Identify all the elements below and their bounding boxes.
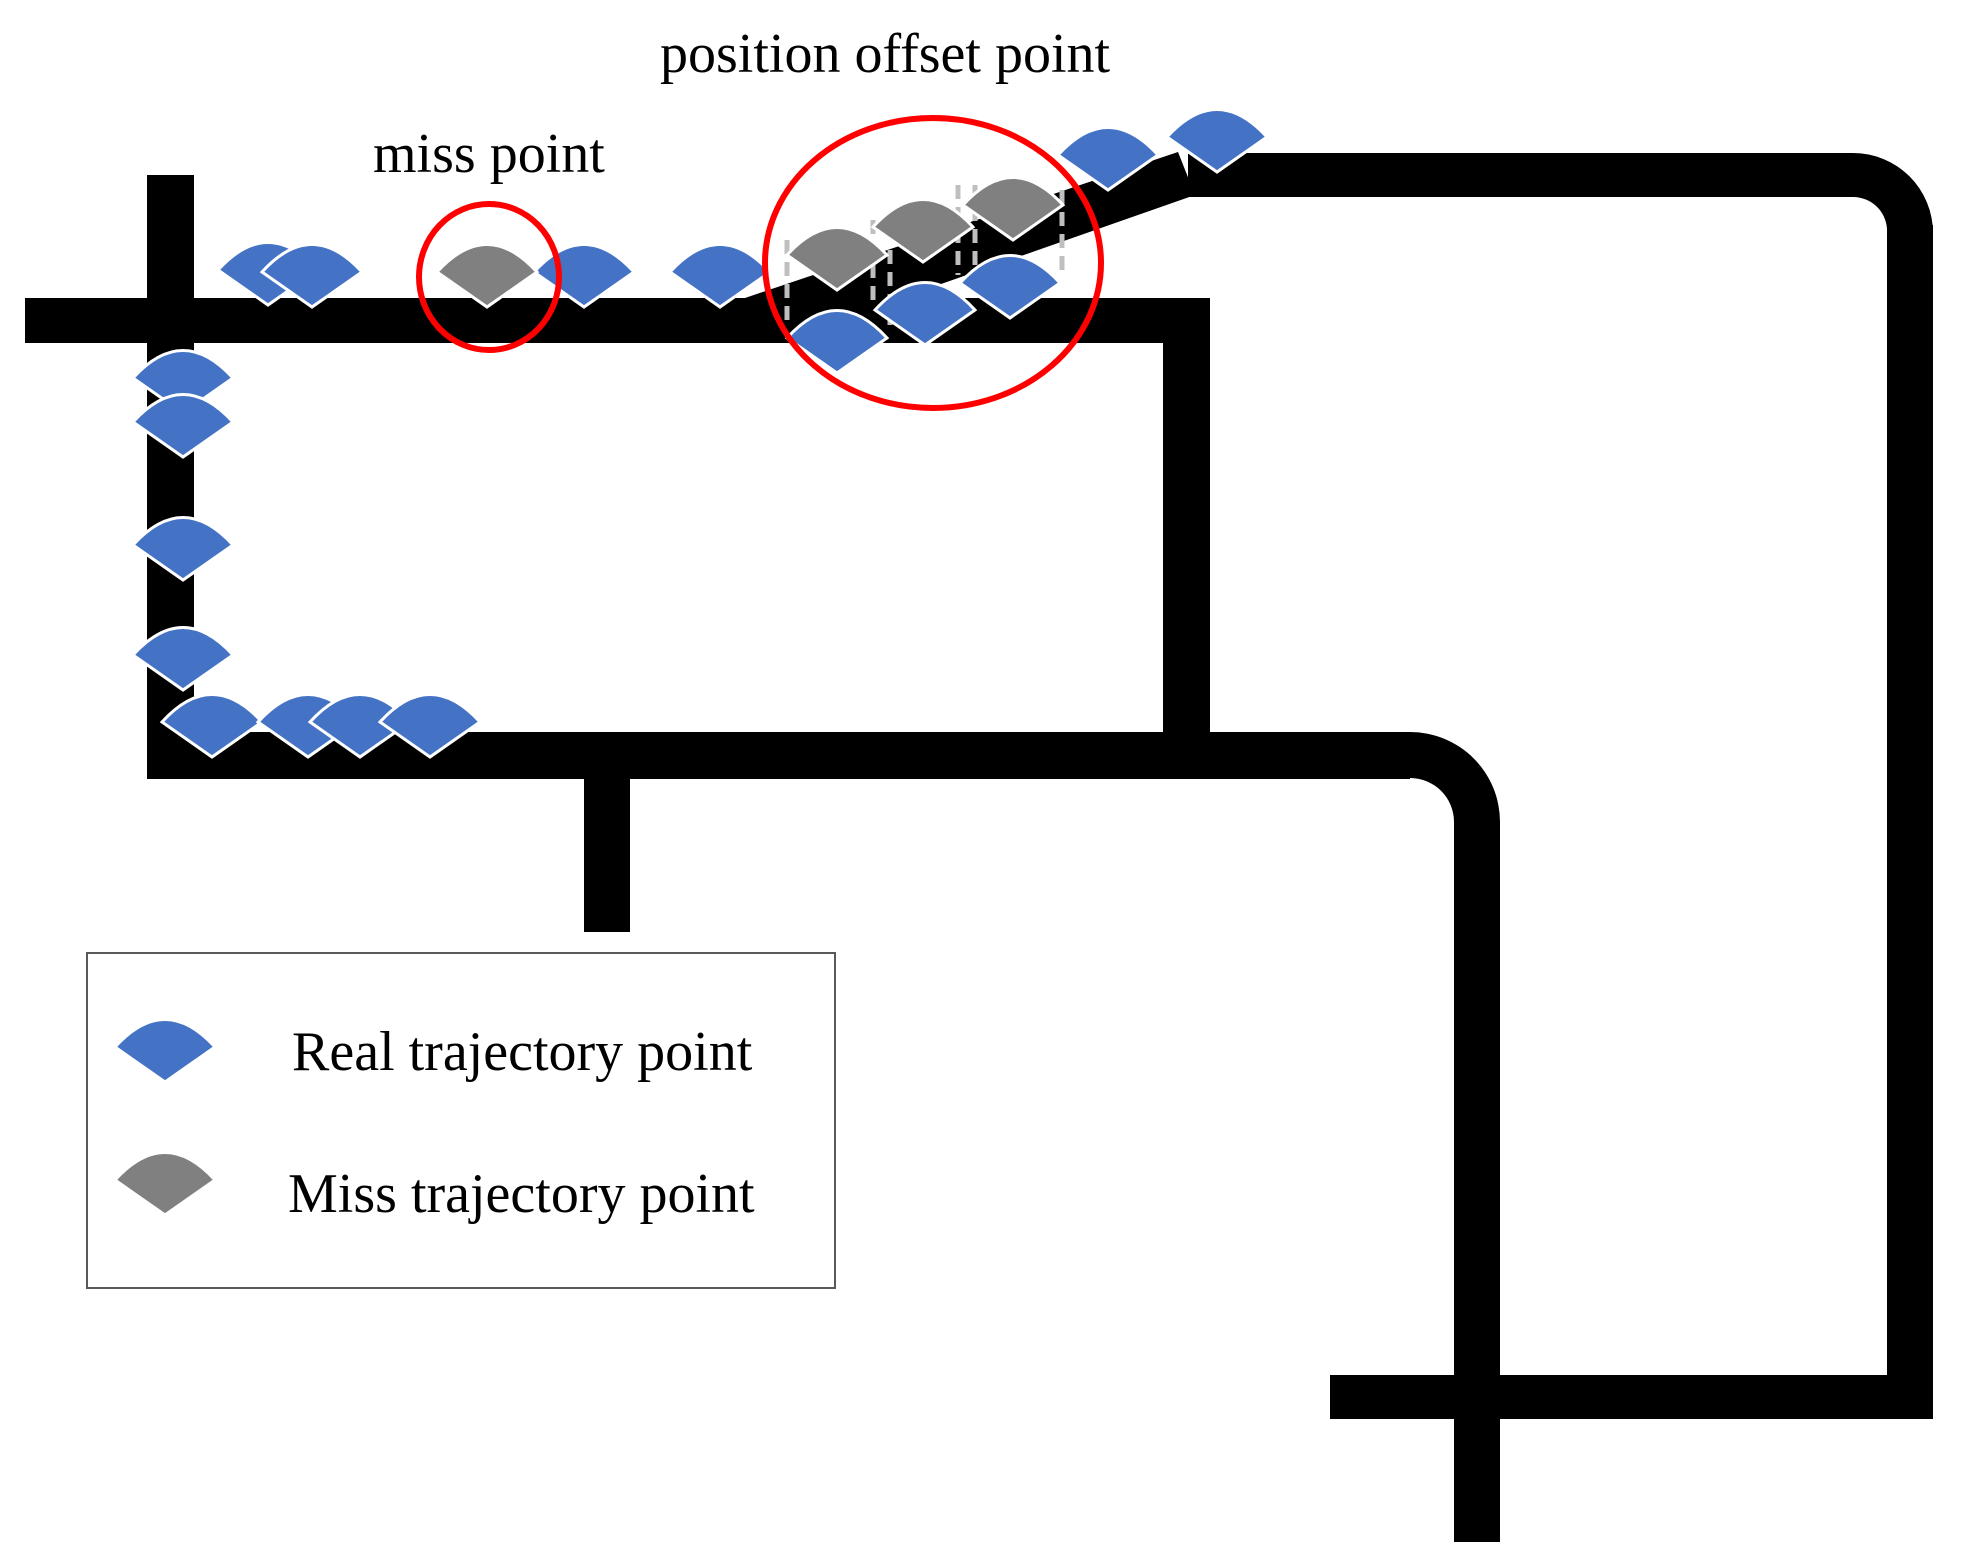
highlight-circles bbox=[416, 115, 1104, 411]
road-lower-right-vertical bbox=[1454, 820, 1500, 1542]
road-far-right-vertical bbox=[1887, 225, 1933, 1419]
miss-point bbox=[435, 243, 539, 309]
legend: Real trajectory point Miss trajectory po… bbox=[86, 952, 836, 1289]
offset-highlight-circle bbox=[762, 115, 1104, 411]
position-offset-label: position offset point bbox=[660, 23, 1111, 85]
road-bottom-right-horizontal bbox=[1330, 1375, 1920, 1419]
legend-miss-label: Miss trajectory point bbox=[288, 1163, 755, 1225]
real-point bbox=[532, 243, 636, 309]
road-network bbox=[25, 152, 1933, 1542]
road-upper-right-horizontal bbox=[1188, 153, 1853, 197]
road-curve-lower bbox=[1410, 732, 1500, 822]
road-stub-down bbox=[584, 732, 630, 932]
miss-point-label: miss point bbox=[373, 123, 605, 185]
road-curve-upper bbox=[1853, 153, 1933, 233]
road-inner-vertical bbox=[1163, 298, 1210, 735]
road-top-horizontal bbox=[25, 298, 1210, 343]
legend-real-label: Real trajectory point bbox=[292, 1021, 753, 1083]
legend-box bbox=[86, 952, 836, 1289]
miss-highlight-circle bbox=[416, 201, 562, 353]
